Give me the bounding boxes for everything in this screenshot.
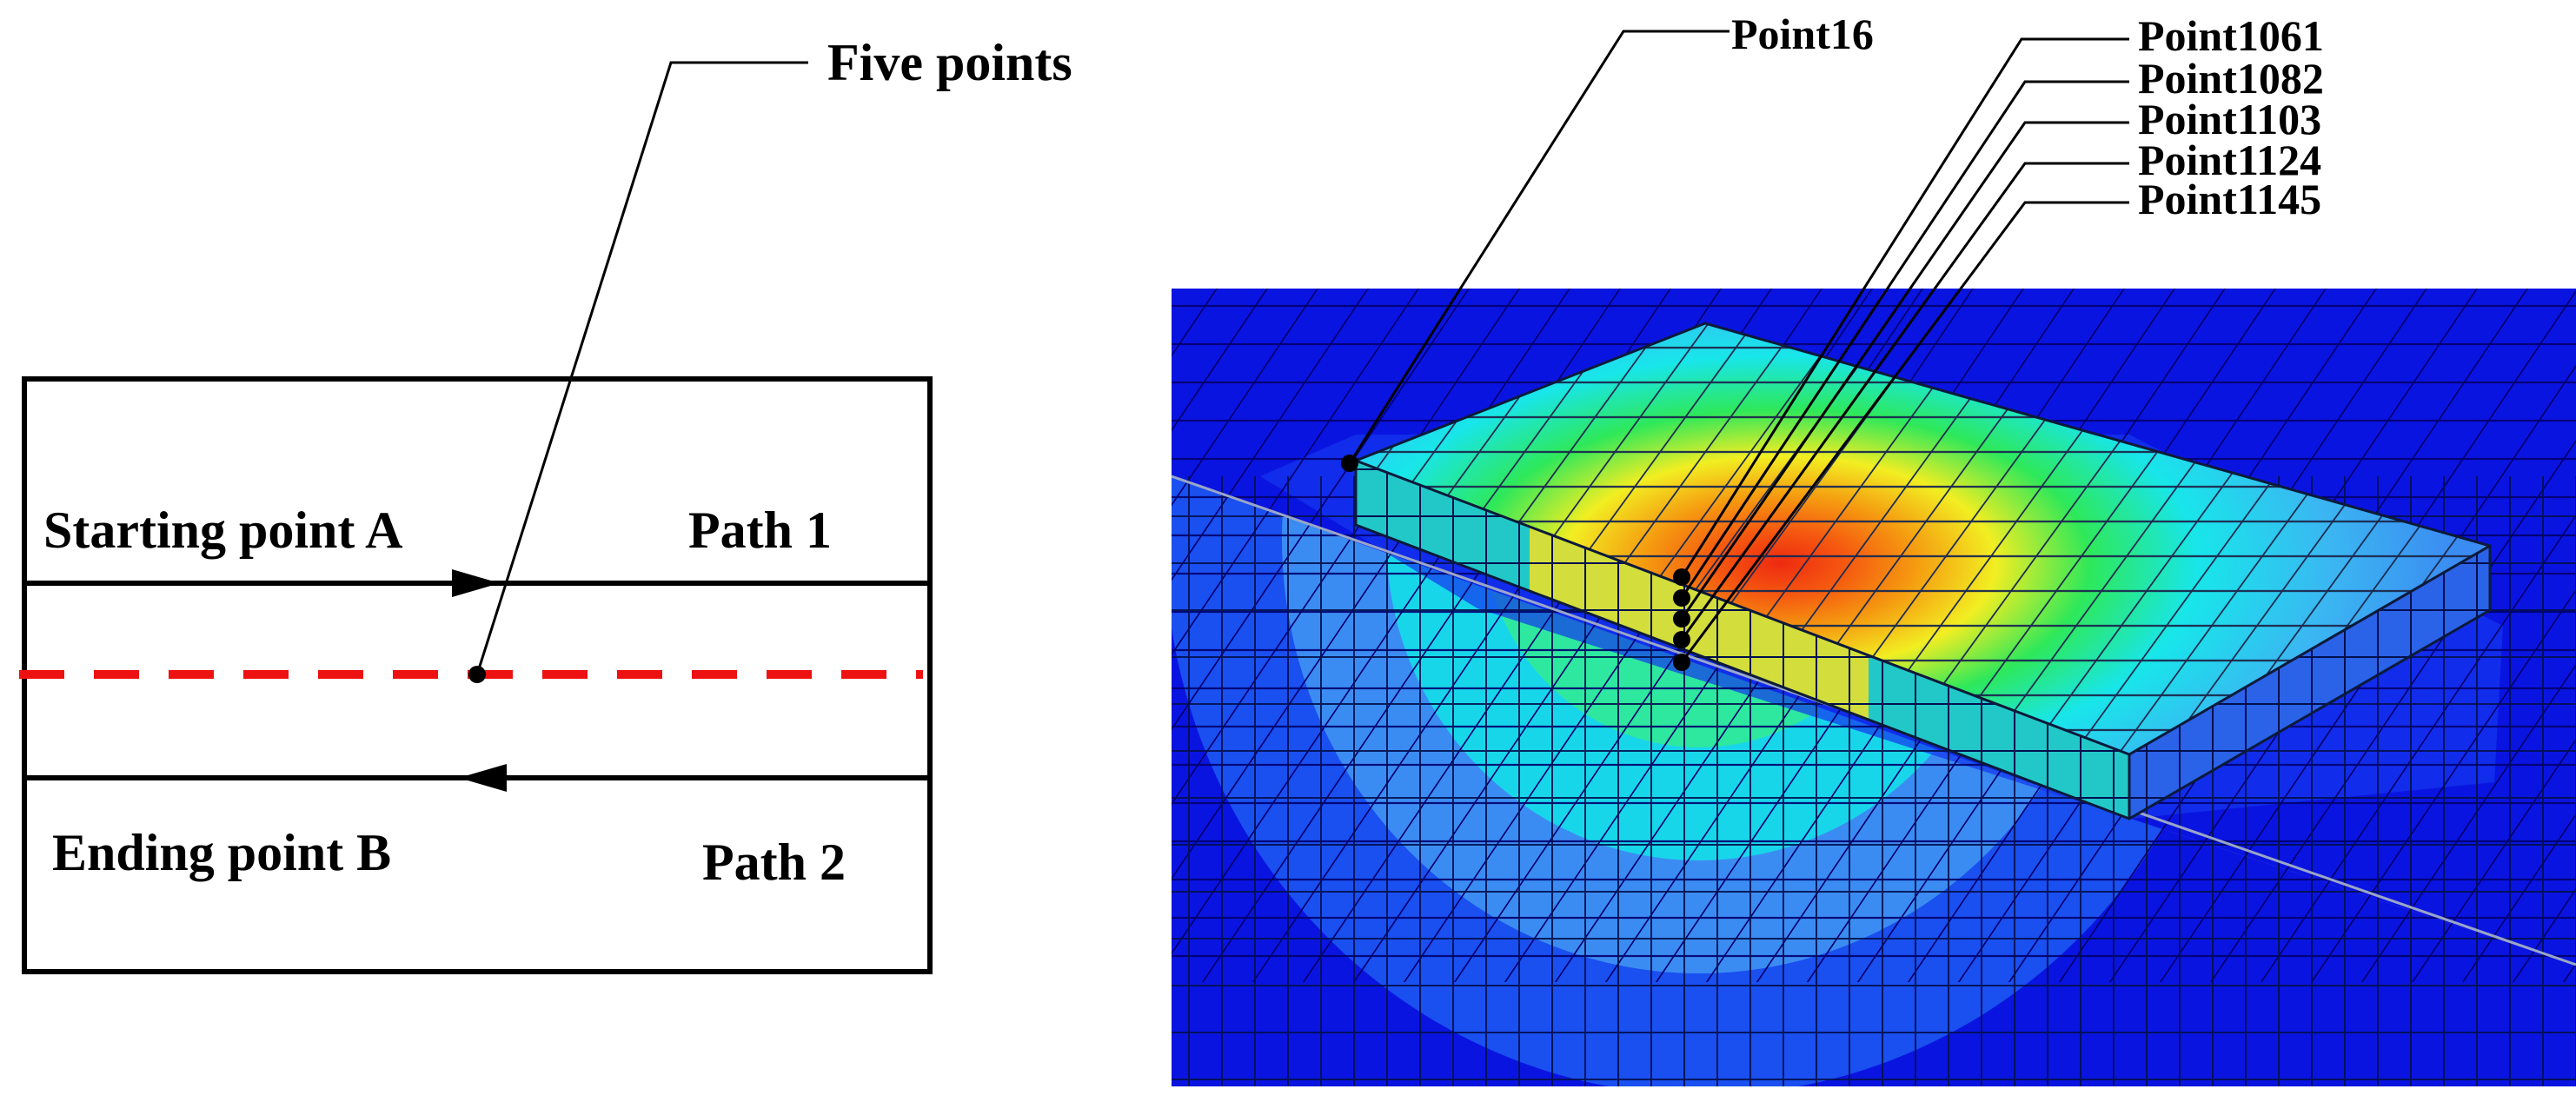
five-points-label: Five points (827, 34, 1072, 91)
path-1-label: Path 1 (688, 501, 832, 559)
starting-point-label: Starting point A (43, 501, 402, 559)
point1061-leader (1680, 37, 2129, 578)
point1124-leader (1680, 162, 2129, 641)
point1082-leader (1680, 80, 2129, 599)
point1145-label: Point1145 (2138, 175, 2321, 223)
point1061-label: Point1061 (2138, 11, 2324, 60)
five-points-leader (475, 61, 808, 675)
path-diagram: Five points Starting point A Path 1 Endi… (19, 34, 1072, 974)
point1145-leader (1680, 201, 2129, 663)
path-2-arrowhead (459, 764, 507, 792)
point-leaders (1348, 30, 2129, 663)
path-1-arrowhead (452, 569, 500, 597)
path-2-label: Path 2 (702, 833, 846, 891)
point-labels: Point16 Point1061 Point1082 Point1103 Po… (1731, 10, 2324, 223)
fe-mesh-render (1172, 289, 2576, 1086)
point16-label: Point16 (1731, 10, 1874, 58)
ending-point-label: Ending point B (52, 824, 391, 881)
point1124-label: Point1124 (2138, 136, 2321, 184)
point1082-label: Point1082 (2138, 54, 2324, 103)
point16-leader (1348, 30, 1730, 464)
point1103-leader (1680, 121, 2129, 620)
point1103-label: Point1103 (2138, 95, 2321, 143)
